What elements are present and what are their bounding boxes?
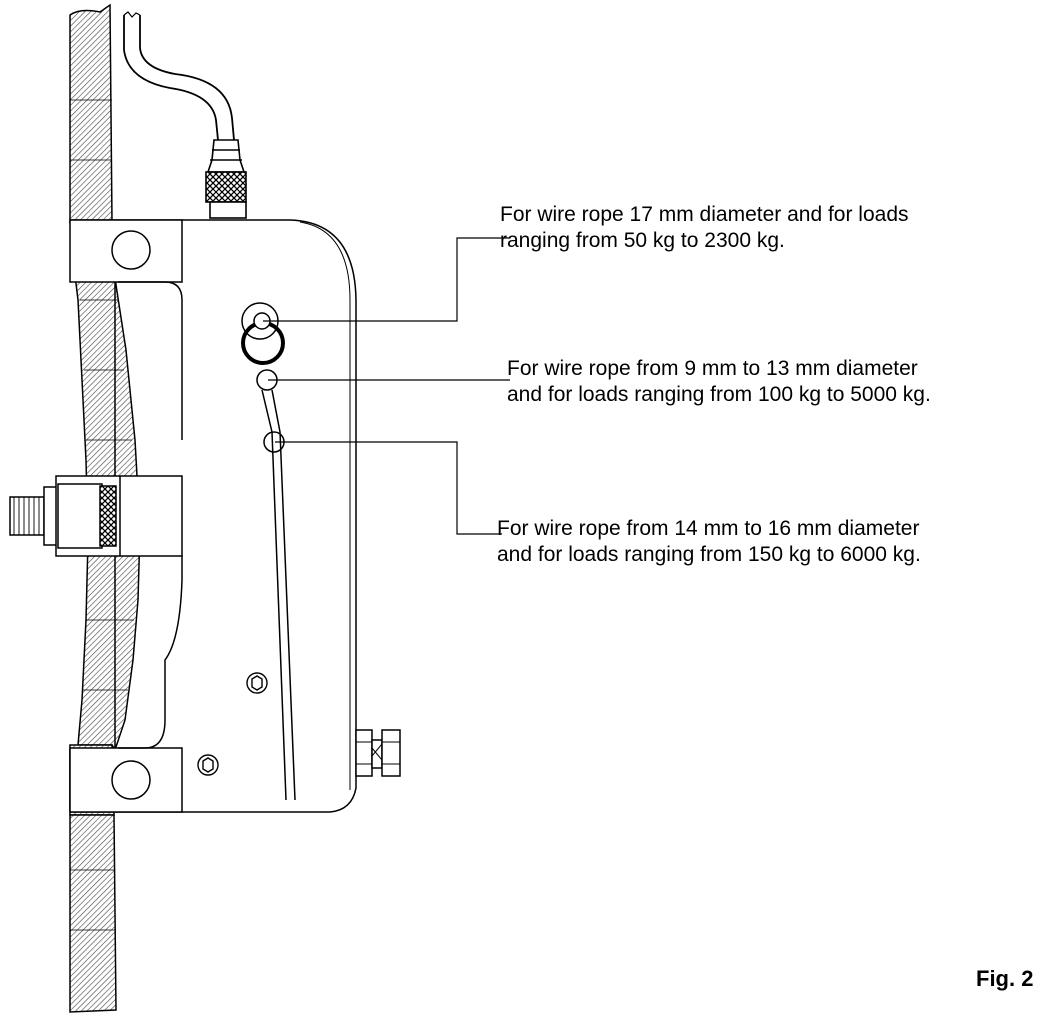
callout-text-line: and for loads ranging from 150 kg to 600… <box>497 543 921 566</box>
callout-text-line: For wire rope from 9 mm to 13 mm diamete… <box>507 357 918 380</box>
callout-text-line: and for loads ranging from 100 kg to 500… <box>507 383 931 406</box>
callout-text-line: For wire rope from 14 mm to 16 mm diamet… <box>497 517 920 540</box>
callout-9-13mm: For wire rope from 9 mm to 13 mm diamete… <box>507 356 931 408</box>
callout-14-16mm: For wire rope from 14 mm to 16 mm diamet… <box>497 516 921 568</box>
rope-guide <box>241 302 296 801</box>
sensor-body <box>69 219 357 813</box>
cable-connector <box>205 139 247 219</box>
hex-nut-assembly <box>355 729 401 777</box>
callout-17mm: For wire rope 17 mm diameter and for loa… <box>500 202 909 254</box>
hex-screw-small <box>197 672 268 776</box>
clamp-screw <box>9 475 183 557</box>
leader-lines <box>263 237 510 535</box>
callout-text-line: ranging from 50 kg to 2300 kg. <box>500 229 785 252</box>
signal-cable <box>123 11 235 141</box>
callout-text-line: For wire rope 17 mm diameter and for loa… <box>500 203 909 226</box>
wire-rope <box>69 3 141 1013</box>
figure-label: Fig. 2 <box>976 966 1034 991</box>
